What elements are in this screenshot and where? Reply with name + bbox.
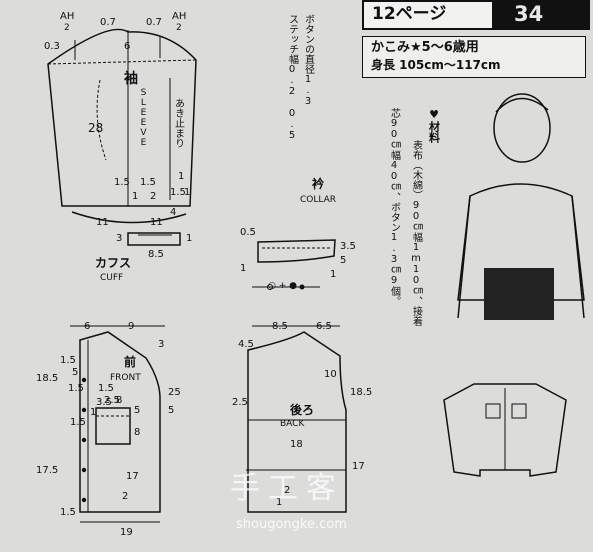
collar-dim-1b: 1 [330, 269, 337, 280]
cuff-dim-1: 1 [186, 233, 193, 244]
sleeve-dim-2-left: 2 [64, 23, 70, 33]
sleeve-dim-11a: 11 [96, 217, 109, 228]
front-dim-15e: 1.5 [60, 507, 76, 518]
front-dim-15b: 1.5 [68, 383, 84, 394]
back-dim-1: 1 [276, 497, 283, 508]
front-dim-1: 1 [90, 407, 97, 418]
collar-dim-05: 0.5 [240, 227, 256, 238]
sleeve-dim-4: 4 [170, 207, 177, 218]
collar-dim-35: 3.5 [340, 241, 356, 252]
sleeve-dim-1c: 1 [184, 187, 191, 198]
back-dim-18: 18 [290, 439, 303, 450]
front-dim-35: 3.5 [96, 397, 112, 408]
front-dim-5b: 5 [168, 405, 175, 416]
sleeve-dim-2: 2 [150, 191, 157, 202]
front-label-en: FRONT [110, 373, 141, 383]
page-header: 12ページ 34 [362, 0, 593, 30]
front-dim-15a: 1.5 [60, 355, 76, 366]
sleeve-dim-ah-left: AH [60, 11, 75, 22]
sleeve-dim-6: 6 [124, 41, 131, 52]
sleeve-dim-15a: 1.5 [114, 177, 130, 188]
sleeve-dim-2-right: 2 [176, 23, 182, 33]
back-dim-65: 6.5 [316, 321, 332, 332]
sleeve-label: 袖 [124, 71, 138, 87]
watermark-main: 手工客 [230, 471, 344, 506]
sleeve-dim-03: 0.3 [44, 41, 60, 52]
size-age-line: かこみ★5〜6歳用 [371, 40, 479, 55]
sleeve-dim-28: 28 [88, 121, 104, 135]
page-label: 12ページ [372, 4, 447, 24]
sleeve-dim-1: 1 [132, 191, 139, 202]
cuff-dim-3: 3 [116, 233, 123, 244]
button-diameter-note: ボタンの直径1.3 [302, 14, 314, 107]
sleeve-dim-1b: 1 [178, 171, 185, 182]
front-dim-8: 8 [116, 395, 123, 406]
front-dim-25a: 2.5 [104, 395, 120, 406]
collar-neck-formula: ○ + ● [268, 281, 297, 291]
front-dim-175: 17.5 [36, 465, 59, 476]
sleeve-dim-15b: 1.5 [140, 177, 156, 188]
page-number-box: 34 [494, 0, 590, 30]
sleeve-dim-07-left: 0.7 [100, 17, 116, 28]
sleeve-dim-15c: 1.5 [170, 187, 186, 198]
back-dim-25: 2.5 [232, 397, 248, 408]
back-label: 後ろ [290, 403, 315, 417]
front-dim-185: 18.5 [36, 373, 59, 384]
materials-text-2: 芯90㎝幅40㎝、ボタン1.3㎝9個。 [388, 108, 400, 306]
collar-label: 衿 [312, 177, 325, 191]
sleeve-dim-ah-right: AH [172, 11, 187, 22]
back-pattern [246, 325, 347, 513]
front-dim-25b: 25 [168, 387, 181, 398]
size-height-line: 身長 105cm〜117cm [371, 58, 501, 72]
back-dim-2: 2 [284, 485, 291, 496]
back-label-en: BACK [280, 419, 305, 429]
front-dim-3: 3 [158, 339, 165, 350]
front-dim-5a: 5 [72, 367, 79, 378]
front-dim-6: 6 [84, 321, 91, 332]
front-dim-17: 17 [126, 471, 139, 482]
sleeve-label-en: SLEEVE [138, 88, 149, 148]
front-dim-9: 9 [128, 321, 135, 332]
cuff-label-en: CUFF [100, 273, 124, 283]
collar-dim-5: 5 [340, 255, 347, 266]
back-dim-10: 10 [324, 369, 337, 380]
front-dim-2: 2 [122, 491, 129, 502]
back-dim-17: 17 [352, 461, 365, 472]
materials-heading: ♥材料 [427, 108, 441, 143]
front-label: 前 [124, 355, 137, 369]
front-dim-5c: 5 [134, 405, 141, 416]
sleeve-opening-note: あき止まり [172, 98, 184, 148]
front-pattern [70, 325, 165, 523]
collar-label-en: COLLAR [300, 195, 337, 205]
sleeve-dim-07-right: 0.7 [146, 17, 162, 28]
materials-text-1: 表布（木綿）90㎝幅1m10㎝、接着 [410, 140, 422, 326]
cuff-dim-85: 8.5 [148, 249, 164, 260]
page-number: 34 [514, 2, 544, 26]
back-dim-85: 8.5 [272, 321, 288, 332]
sleeve-dim-11b: 11 [150, 217, 163, 228]
page-label-box: 12ページ [362, 0, 494, 30]
shirt-illustration [443, 383, 567, 477]
back-dim-45: 4.5 [238, 339, 254, 350]
front-dim-19: 19 [120, 527, 133, 538]
collar-pattern [252, 239, 336, 290]
front-dim-8b: 8 [134, 427, 141, 438]
front-dim-15c: 1.5 [98, 383, 114, 394]
front-dim-15d: 1.5 [70, 417, 86, 428]
collar-dim-1a: 1 [240, 263, 247, 274]
cuff-pattern [127, 232, 181, 246]
size-info-box: かこみ★5〜6歳用 身長 105cm〜117cm [362, 36, 586, 78]
sleeve-pattern [47, 28, 197, 224]
back-dim-185: 18.5 [350, 387, 373, 398]
stitch-width-note: ステッチ幅0.2 0.5 [286, 14, 298, 141]
boy-illustration [457, 93, 585, 320]
cuff-label: カフス [95, 256, 132, 270]
watermark-site: shougongke.com [236, 517, 347, 532]
